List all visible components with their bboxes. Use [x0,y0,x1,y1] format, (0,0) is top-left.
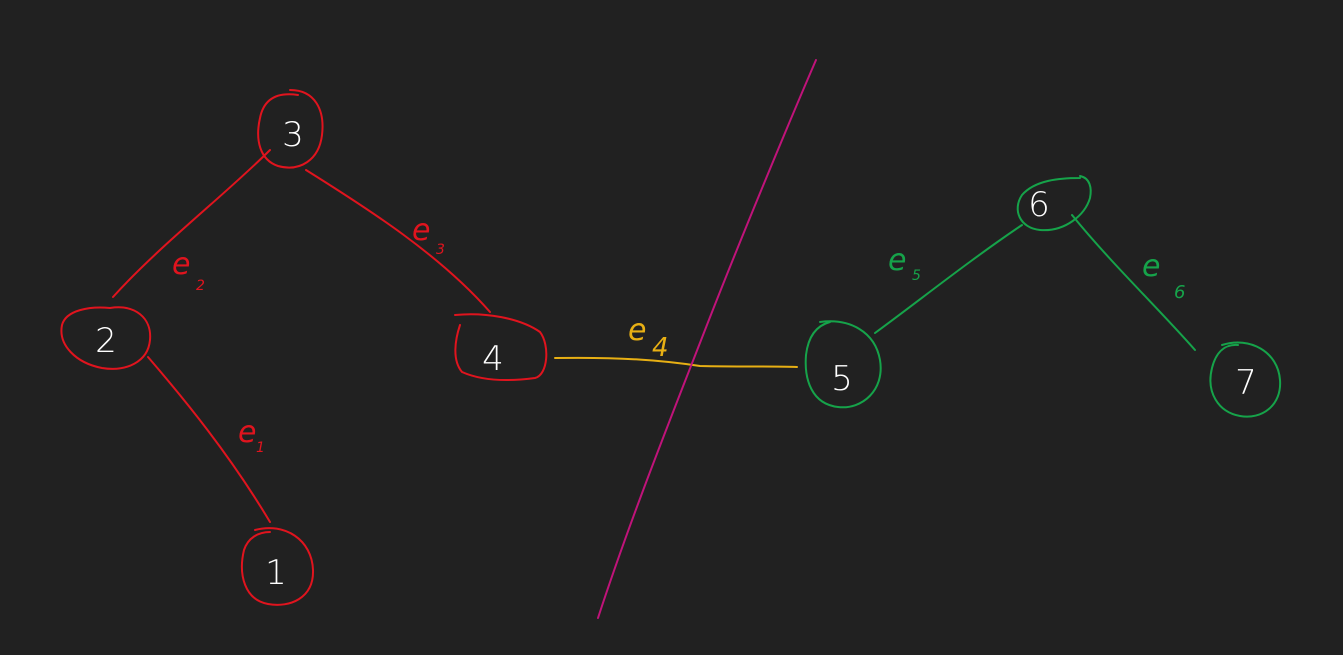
node-label-7: 7 [1235,363,1257,403]
svg-text:e: e [1142,249,1160,284]
svg-text:e: e [412,213,430,248]
node-label-6: 6 [1028,185,1050,225]
edge-label-e3: e 3 [412,213,445,258]
svg-text:6: 6 [1174,282,1185,303]
svg-text:e: e [628,313,646,348]
edge-line-e3 [305,169,491,313]
edge-label-e1: e 1 [238,415,265,456]
node-circle-5 [804,320,882,409]
edge-label-e5: e 5 [888,243,921,284]
edge-line-e1 [147,356,271,523]
svg-text:5: 5 [912,268,921,284]
node-circle-3 [257,89,324,169]
svg-text:e: e [888,243,906,278]
cut-line [597,59,817,619]
edge-line-e6 [1071,214,1196,351]
node-circle-6 [1016,175,1092,232]
svg-text:1: 1 [256,440,265,456]
node-circle-1 [240,527,315,606]
svg-text:3: 3 [436,242,445,258]
svg-text:e: e [172,247,190,282]
edge-line-e4 [554,356,798,368]
edge-line-e5 [874,224,1023,334]
node-label-2: 2 [95,321,117,361]
svg-text:4: 4 [652,333,669,363]
node-circle-2 [60,306,152,370]
node-circle-4 [454,313,548,381]
node-label-4: 4 [482,339,504,379]
edge-label-e6: e 6 [1142,249,1185,303]
svg-text:2: 2 [196,278,205,294]
node-label-3: 3 [282,115,304,155]
edge-label-e2: e 2 [172,247,205,294]
node-circle-7 [1209,341,1282,418]
edge-label-e4: e 4 [628,313,669,363]
node-label-5: 5 [831,359,853,399]
node-label-1: 1 [265,553,287,593]
edge-line-e2 [112,149,271,298]
svg-text:e: e [238,415,256,450]
